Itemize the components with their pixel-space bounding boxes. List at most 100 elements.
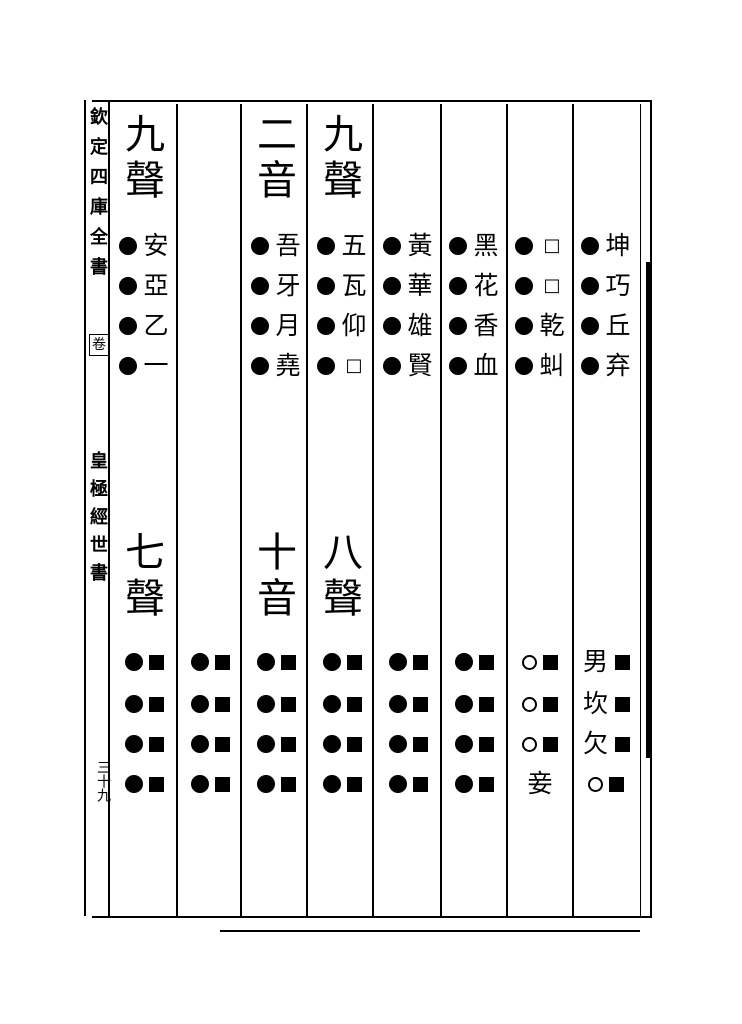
heading-char: 七 — [125, 530, 165, 576]
rhyme-char: 瓦 — [341, 271, 367, 300]
filled-circle-mark — [383, 277, 401, 295]
rhyme-char: 丘 — [605, 311, 631, 340]
column-divider — [176, 104, 178, 916]
rhyme-cell — [178, 686, 242, 722]
filled-circle-mark — [256, 735, 275, 753]
filled-circle-mark — [388, 653, 407, 671]
gutter-book-title-char: 極 — [90, 479, 108, 500]
rhyme-cell — [442, 644, 506, 680]
rhyme-char: 弃 — [605, 351, 631, 380]
rhyme-cell — [376, 644, 440, 680]
square-mark — [412, 736, 428, 752]
rhyme-cell — [376, 726, 440, 762]
filled-circle-mark — [581, 237, 599, 255]
filled-circle-mark — [317, 277, 335, 295]
square-mark — [214, 776, 230, 792]
rhyme-cell: 坎 — [574, 686, 638, 722]
rhyme-char: 黃 — [407, 231, 433, 260]
page-mark: 卷 — [89, 334, 109, 356]
rhyme-cell: 黑 — [442, 228, 506, 264]
filled-circle-mark — [251, 357, 269, 375]
gutter-title-char: 定 — [90, 137, 108, 158]
rhyme-char: □ — [543, 275, 561, 296]
square-mark — [412, 696, 428, 712]
heading-char: 聲 — [323, 158, 363, 204]
filled-circle-mark — [581, 317, 599, 335]
filled-circle-mark — [454, 653, 473, 671]
filled-circle-mark — [322, 775, 341, 793]
filled-circle-mark — [256, 695, 275, 713]
rhyme-char: 巧 — [605, 271, 631, 300]
square-mark — [280, 696, 296, 712]
square-mark — [148, 696, 164, 712]
open-circle-mark — [522, 696, 537, 712]
rhyme-cell: 堯 — [244, 348, 308, 384]
filled-circle-mark — [124, 695, 143, 713]
rhyme-cell — [310, 726, 374, 762]
rhyme-cell: 仰 — [310, 308, 374, 344]
rhyme-cell: 一 — [112, 348, 176, 384]
square-mark — [412, 776, 428, 792]
rhyme-char: 安 — [143, 231, 169, 260]
rhyme-char: 月 — [275, 311, 301, 340]
filled-circle-mark — [119, 357, 137, 375]
filled-circle-mark — [124, 653, 143, 671]
rhyme-cell — [178, 644, 242, 680]
rhyme-cell — [178, 766, 242, 802]
square-mark — [280, 776, 296, 792]
square-mark — [280, 736, 296, 752]
rhyme-cell: 月 — [244, 308, 308, 344]
rhyme-cell — [178, 726, 242, 762]
column-divider — [240, 104, 242, 916]
filled-circle-mark — [454, 735, 473, 753]
rhyme-cell: 乾 — [508, 308, 572, 344]
open-circle-mark — [522, 736, 537, 752]
square-mark — [614, 654, 630, 670]
filled-circle-mark — [190, 735, 209, 753]
filled-circle-mark — [322, 695, 341, 713]
rhyme-cell: 妾 — [508, 766, 572, 802]
square-mark — [346, 654, 362, 670]
filled-circle-mark — [515, 317, 533, 335]
heading-char: 聲 — [125, 158, 165, 204]
rhyme-cell: 五 — [310, 228, 374, 264]
filled-circle-mark — [251, 237, 269, 255]
rhyme-cell: □ — [508, 228, 572, 264]
rhyme-cell — [508, 686, 572, 722]
filled-circle-mark — [449, 357, 467, 375]
rhyme-char: 虯 — [539, 351, 565, 380]
rhyme-cell: 男 — [574, 644, 638, 680]
bottom-rule — [220, 930, 640, 932]
heading-char: 九 — [125, 112, 165, 158]
rhyme-cell: 花 — [442, 268, 506, 304]
rhyme-cell — [442, 726, 506, 762]
square-mark — [543, 696, 558, 712]
filled-circle-mark — [190, 695, 209, 713]
rhyme-char: 牙 — [275, 271, 301, 300]
bottom-border — [92, 916, 652, 918]
square-mark — [346, 736, 362, 752]
square-mark — [346, 776, 362, 792]
rhyme-cell: □ — [310, 348, 374, 384]
rhyme-cell — [508, 644, 572, 680]
filled-circle-mark — [317, 237, 335, 255]
rhyme-cell — [310, 766, 374, 802]
square-mark — [280, 654, 296, 670]
rhyme-cell — [376, 686, 440, 722]
rhyme-cell — [442, 686, 506, 722]
rhyme-cell — [310, 686, 374, 722]
rhyme-char: 黑 — [473, 231, 499, 260]
heading-char: 二 — [257, 112, 297, 158]
folio-number: 三十九 — [95, 760, 111, 802]
outer-right-border — [650, 100, 652, 918]
rhyme-cell: 黃 — [376, 228, 440, 264]
square-mark — [543, 736, 558, 752]
rhyme-cell — [508, 726, 572, 762]
rhyme-char: 一 — [143, 351, 169, 380]
filled-circle-mark — [454, 695, 473, 713]
rhyme-cell: 吾 — [244, 228, 308, 264]
rhyme-cell — [442, 766, 506, 802]
rhyme-cell: 華 — [376, 268, 440, 304]
rhyme-cell — [244, 686, 308, 722]
filled-circle-mark — [317, 357, 335, 375]
